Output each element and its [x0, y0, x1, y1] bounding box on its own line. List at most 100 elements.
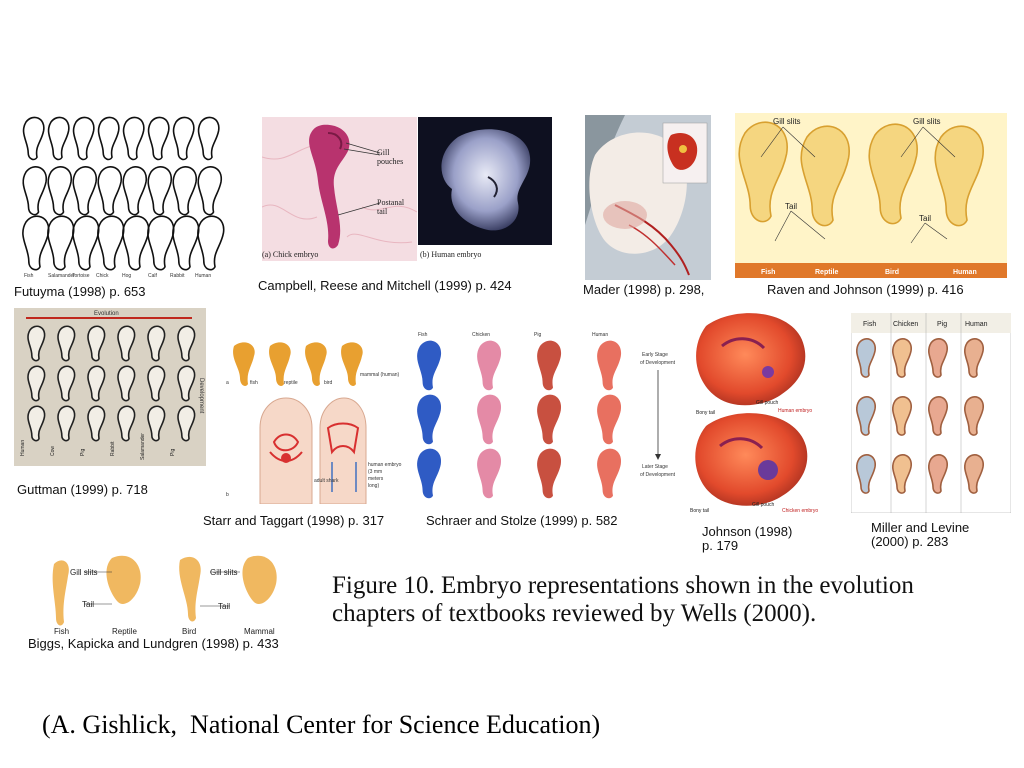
embryo-drawing	[147, 215, 175, 271]
embryo-drawing	[27, 365, 46, 402]
guttman-panel: Evolution Development Human Cow Pig Rabb…	[14, 308, 206, 466]
human-embryo-label: long)	[368, 483, 379, 489]
development-label: Development	[198, 378, 204, 414]
gill-pouch-label: Gill pouch	[752, 502, 774, 508]
starr-top-label: bird	[324, 380, 333, 386]
later-stage-label: of Development	[640, 472, 676, 478]
human-embryo-label: meters	[368, 476, 384, 482]
chicken-embryo-label: Chicken embryo	[782, 508, 818, 514]
embryo-drawing	[122, 166, 147, 216]
embryo-drawing	[597, 340, 622, 391]
human-embryo-label: human embryo	[368, 462, 402, 468]
guttman-bottom-label: Salamander	[140, 433, 146, 460]
embryo-drawing	[537, 340, 562, 391]
embryo-drawing	[147, 166, 172, 216]
raven-bottom-label: Bird	[885, 269, 899, 276]
mader-panel	[585, 115, 711, 280]
embryo-drawing	[477, 394, 502, 445]
raven-tail-label: Tail	[919, 214, 931, 223]
johnson-embryo-drawings: Gill pouch Bony tail Human embryo Gill p…	[686, 306, 832, 520]
chick-embryo-label: (a) Chick embryo	[262, 250, 318, 259]
embryo-drawing	[87, 365, 106, 402]
embryo-drawing	[477, 448, 502, 499]
embryo-drawing	[147, 365, 166, 402]
embryo-drawing	[122, 215, 150, 271]
starr-b-label: b	[226, 492, 229, 498]
johnson-panel: Gill pouch Bony tail Human embryo Gill p…	[686, 306, 832, 520]
schraer-col-label: Pig	[534, 332, 541, 338]
miller-panel: Fish Chicken Pig Human	[851, 313, 1011, 513]
starr-top-label: mammal (human)	[360, 372, 400, 378]
miller-col-label: Human	[965, 321, 988, 328]
starr-a-label: a	[226, 380, 229, 386]
bony-tail-label: Bony tail	[696, 410, 715, 416]
campbell-chick-panel: Gill pouches Postanal tail (a) Chick emb…	[262, 117, 417, 261]
raven-panel: Gill slits Gill slits Tail Tail Fish Rep…	[735, 113, 1007, 278]
embryo-drawing	[177, 405, 196, 442]
biggs-bottom-label: Bird	[182, 627, 196, 636]
embryo-drawing	[963, 396, 984, 436]
figure-caption-line2: chapters of textbooks reviewed by Wells …	[332, 600, 817, 627]
futuyma-col-label: Salamander	[48, 273, 75, 279]
gill-pouch-label: Gill pouch	[756, 400, 778, 406]
embryo-drawing	[72, 116, 95, 161]
embryo-drawing	[891, 396, 912, 436]
embryo-drawing	[934, 125, 984, 227]
figure-caption: Figure 10. Embryo representations shown …	[332, 572, 1012, 628]
biggs-embryo-drawings: Gill slits Tail Gill slits Tail Fish Rep…	[52, 555, 277, 636]
embryo-drawing	[891, 454, 912, 494]
biggs-panel: Gill slits Tail Gill slits Tail Fish Rep…	[40, 550, 300, 636]
miller-col-label: Fish	[863, 321, 876, 328]
embryo-drawing	[97, 215, 125, 271]
embryo-drawing	[417, 448, 442, 499]
postanal-label: Postanal	[377, 198, 405, 207]
early-stage-label: of Development	[640, 360, 676, 366]
raven-bottom-label: Fish	[761, 269, 775, 276]
embryo-drawing	[97, 116, 120, 161]
embryo-drawing	[57, 365, 76, 402]
futuyma-col-label: Fish	[24, 273, 34, 279]
human-embryo-label: Human embryo	[778, 408, 812, 414]
embryo-drawing	[855, 396, 876, 436]
guttman-bottom-label: Pig	[80, 449, 86, 456]
embryo-drawing	[927, 454, 948, 494]
biggs-bottom-label: Fish	[54, 627, 69, 636]
johnson-caption-line2: p. 179	[702, 538, 739, 553]
embryo-drawing	[87, 405, 106, 442]
embryo-drawing	[963, 338, 984, 378]
embryo-drawing	[147, 405, 166, 442]
embryo-drawing	[22, 215, 50, 271]
embryo-drawing	[927, 338, 948, 378]
raven-caption: Raven and Johnson (1999) p. 416	[767, 282, 964, 297]
embryo-drawing	[72, 215, 100, 271]
futuyma-col-label: Human	[195, 273, 211, 279]
human-embryo-label: (3 mm	[368, 469, 382, 475]
futuyma-col-label: Calf	[148, 273, 158, 279]
human-embryo-image: (b) Human embryo	[418, 117, 552, 261]
campbell-human-panel: (b) Human embryo	[418, 117, 552, 261]
embryo-drawing	[891, 338, 912, 378]
embryo-drawing	[22, 116, 45, 161]
futuyma-embryo-drawings: Fish Salamander Tortoise Chick Hog Calf …	[22, 116, 225, 279]
biggs-caption: Biggs, Kapicka and Lundgren (1998) p. 43…	[28, 636, 279, 651]
embryo-drawing	[47, 215, 75, 271]
evolution-label: Evolution	[94, 311, 119, 317]
futuyma-panel: Fish Salamander Tortoise Chick Hog Calf …	[14, 112, 226, 280]
raven-embryo-drawings: Gill slits Gill slits Tail Tail Fish Rep…	[735, 113, 1007, 278]
embryo-drawing	[122, 116, 145, 161]
embryo-drawing	[537, 394, 562, 445]
embryo-drawing	[87, 325, 106, 362]
starr-top-label: reptile	[284, 380, 298, 386]
futuyma-col-label: Chick	[96, 273, 109, 279]
starr-caption: Starr and Taggart (1998) p. 317	[203, 513, 385, 528]
raven-bottom-label: Reptile	[815, 269, 838, 276]
futuyma-col-label: Tortoise	[72, 273, 90, 279]
guttman-bottom-label: Rabbit	[110, 441, 116, 456]
bony-tail-label: Bony tail	[690, 508, 709, 514]
mader-caption: Mader (1998) p. 298,	[583, 282, 705, 297]
pouches-label: pouches	[377, 157, 403, 166]
adult-shark-label: adult shark	[314, 478, 339, 484]
guttman-bottom-label: Cow	[50, 446, 56, 456]
embryo-drawing	[172, 166, 197, 216]
embryo-drawing	[197, 215, 225, 271]
